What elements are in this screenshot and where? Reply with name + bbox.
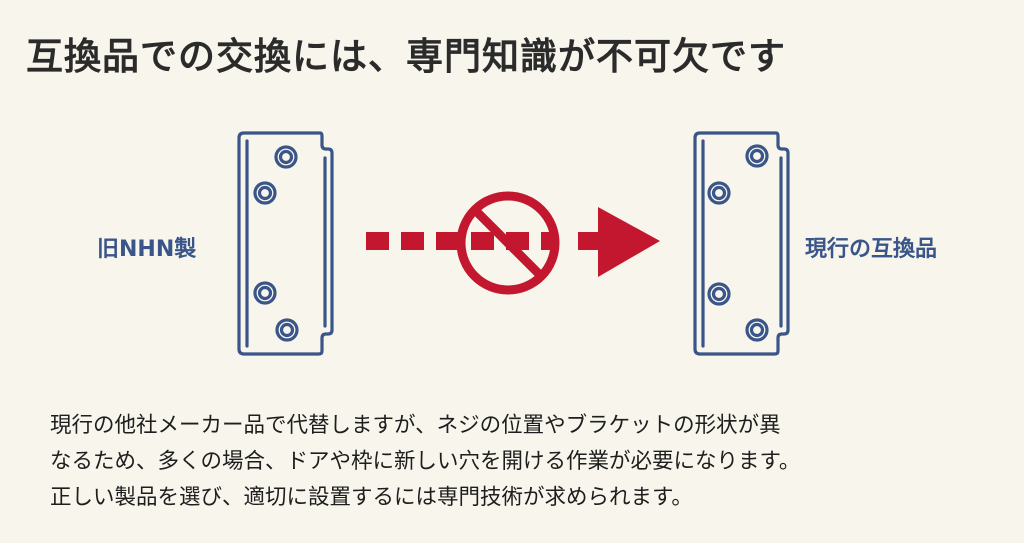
explanation-text: 現行の他社メーカー品で代替しますが、ネジの位置やブラケットの形状が異 なるため、… <box>50 408 990 516</box>
page-title: 互換品での交換には、専門知識が不可欠です <box>26 35 786 78</box>
replacement-product-label: 現行の互換品 <box>805 237 938 262</box>
explanation-line: 正しい製品を選び、適切に設置するには専門技術が求められます。 <box>50 485 693 510</box>
explanation-line: 現行の他社メーカー品で代替しますが、ネジの位置やブラケットの形状が異 <box>50 413 781 438</box>
explanation-line: なるため、多くの場合、ドアや枠に新しい穴を開ける作業が必要になります。 <box>50 449 801 474</box>
prohibited-sign-icon <box>456 191 560 295</box>
left-bracket-icon <box>237 131 334 356</box>
right-bracket-icon <box>693 131 790 356</box>
old-product-label: 旧NHN製 <box>97 237 197 262</box>
